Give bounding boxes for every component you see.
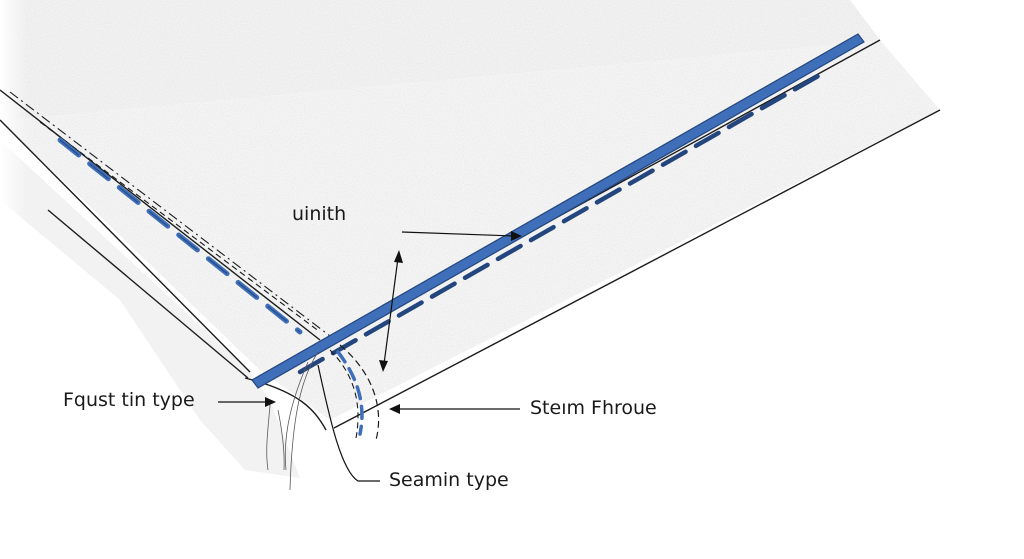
curved-seam-detail — [266, 344, 380, 491]
seam-tape — [57, 33, 865, 389]
upper-left-edge — [0, 89, 321, 341]
left-seam-stitches-outline — [59, 139, 301, 333]
width-double-arrow — [383, 257, 399, 365]
bottom-label-leader — [317, 364, 380, 482]
curve-outline-outer — [339, 344, 380, 441]
seam-tape-stitches — [297, 72, 823, 375]
left-label: Fqust tin type — [63, 389, 195, 411]
fabric-texture — [0, 0, 940, 420]
seam-tape-band — [251, 33, 865, 389]
left-outer-edge — [47, 209, 249, 379]
top-label-leader — [401, 231, 515, 237]
bottom-label: Seamin type — [389, 469, 509, 491]
width-arrow-top — [394, 250, 403, 263]
top-label-arrowhead — [511, 231, 522, 241]
annotations — [218, 231, 522, 482]
top-edge-line — [0, 119, 251, 373]
width-arrow-bottom — [379, 360, 388, 372]
right-label: Steım Fhroue — [530, 397, 657, 419]
top-label: uinith — [292, 203, 347, 225]
fabric-panels — [0, 0, 940, 559]
lower-edge-line — [333, 109, 941, 429]
seam-allowance-dashdot — [9, 91, 331, 337]
curve-blue-stitches — [336, 350, 364, 436]
fold-sketch-lines — [266, 351, 319, 491]
left-label-arrowhead — [265, 397, 276, 407]
curve-outline-inner — [329, 349, 359, 439]
stitch-dashed-line — [39, 121, 321, 333]
right-label-arrowhead — [389, 404, 400, 414]
